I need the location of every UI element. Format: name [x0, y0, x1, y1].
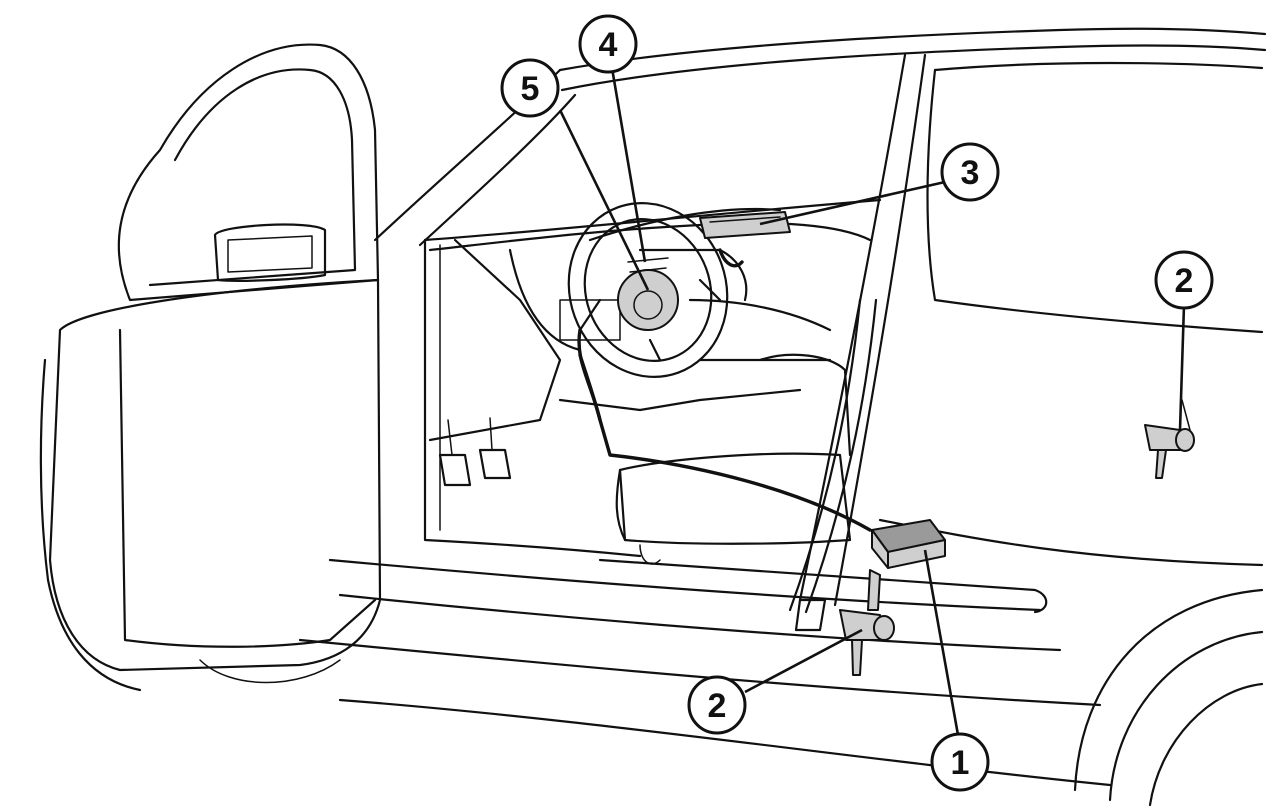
passenger-airbag — [699, 211, 791, 239]
car-body — [298, 27, 1267, 807]
callout-2-rear-label: 2 — [1175, 262, 1194, 300]
pretensioner-rear — [1144, 399, 1195, 479]
front-seat — [615, 353, 852, 565]
leader-lines — [558, 67, 1186, 736]
callout-1-label: 1 — [951, 744, 970, 782]
callout-5-label: 5 — [521, 70, 540, 108]
pretensioner-front — [839, 569, 895, 676]
callout-1: 1 — [930, 732, 990, 792]
callout-2-rear: 2 — [1154, 250, 1214, 310]
callout-3: 3 — [940, 142, 1000, 202]
driver-airbag — [617, 269, 679, 331]
callout-3-label: 3 — [961, 154, 980, 192]
srs-wiring — [577, 248, 872, 532]
callout-5: 5 — [500, 58, 560, 118]
seat-belt — [788, 298, 878, 632]
callout-2-front-label: 2 — [708, 687, 727, 725]
airbag-sensor-unit — [871, 519, 946, 569]
callout-2-front: 2 — [687, 675, 747, 735]
callout-4: 4 — [578, 14, 638, 74]
front-door — [39, 43, 382, 692]
callout-4-label: 4 — [599, 26, 618, 64]
steering-wheel — [567, 202, 729, 378]
pedals — [438, 417, 512, 487]
